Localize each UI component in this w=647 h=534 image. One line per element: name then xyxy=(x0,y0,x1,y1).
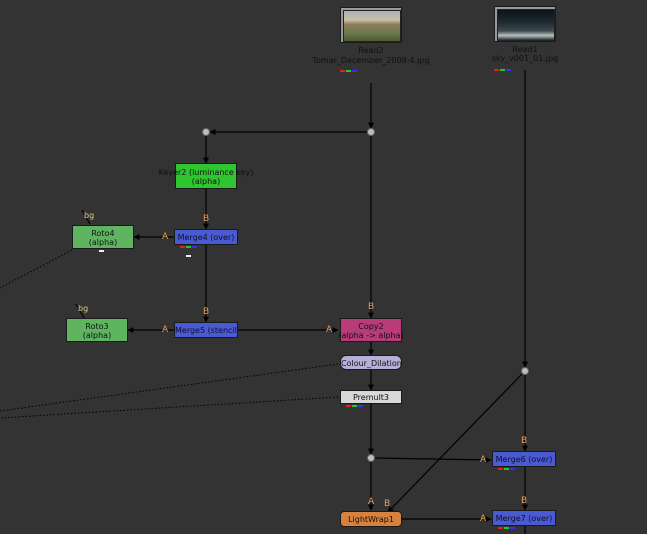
colour-dilation-node[interactable]: Colour_Dilation xyxy=(340,355,402,370)
roto4-channels xyxy=(91,245,113,252)
copy2-node[interactable]: Copy2 (alpha -> alpha) xyxy=(338,318,404,342)
read1-name: Read1 xyxy=(512,45,538,54)
wire-dot3-lightwrap xyxy=(387,373,523,513)
merge7-input-b[interactable]: B xyxy=(521,496,528,506)
read2-channels xyxy=(340,65,362,72)
link-roto4 xyxy=(0,249,73,289)
roto4-bg-input[interactable]: bg xyxy=(84,211,95,220)
merge6-channels xyxy=(496,463,518,470)
link-dilation xyxy=(0,363,339,412)
dot-node-sky[interactable] xyxy=(521,367,529,375)
dot-node-top[interactable] xyxy=(367,128,375,136)
keyer2-label: Keyer2 (luminance key) xyxy=(158,168,254,177)
lightwrap1-label: LightWrap1 xyxy=(348,515,394,524)
roto3-sub: (alpha) xyxy=(82,331,112,340)
wire-dot2-merge6 xyxy=(374,456,492,463)
merge4-channels xyxy=(178,241,200,257)
merge6-input-b[interactable]: B xyxy=(521,436,528,446)
dot-node-premult[interactable] xyxy=(367,454,375,462)
roto4-sub: (alpha) xyxy=(88,238,118,247)
lightwrap1-input-b[interactable]: B xyxy=(384,499,391,509)
premult3-channels xyxy=(344,400,366,407)
read1-channels xyxy=(494,64,516,71)
read1-thumbnail xyxy=(497,9,555,41)
merge5-label: Merge5 (stencil) xyxy=(175,326,238,335)
read2-node[interactable] xyxy=(340,7,402,43)
merge4-label: Merge4 (over) xyxy=(177,233,235,242)
roto3-node[interactable]: Roto3 (alpha) xyxy=(66,318,128,342)
read2-thumbnail xyxy=(343,10,401,42)
colour-dilation-label: Colour_Dilation xyxy=(341,359,402,368)
roto3-label: Roto3 xyxy=(85,322,109,331)
wire-roto4-bg xyxy=(81,209,91,225)
roto4-node[interactable]: Roto4 (alpha) xyxy=(72,225,134,252)
copy2-label: Copy2 xyxy=(358,322,384,331)
copy2-sub: (alpha -> alpha) xyxy=(338,331,404,340)
merge6-node[interactable]: Merge6 (over) xyxy=(492,451,556,470)
merge5-input-a[interactable]: A xyxy=(162,325,169,335)
copy2-input-a[interactable]: A xyxy=(326,325,333,335)
roto4-label: Roto4 xyxy=(91,229,115,238)
wire-roto3-bg xyxy=(75,303,85,319)
premult3-label: Premult3 xyxy=(352,393,390,402)
merge4-input-a[interactable]: A xyxy=(162,232,169,242)
read2-file: Tomar_December_2008-4.jpg xyxy=(312,56,430,65)
read2-name: Read2 xyxy=(358,46,384,55)
dot-node-left[interactable] xyxy=(202,128,210,136)
merge4-input-b[interactable]: B xyxy=(203,214,210,224)
merge7-channels xyxy=(496,522,518,529)
keyer2-node[interactable]: Keyer2 (luminance key) (alpha) xyxy=(159,163,253,189)
merge5-node[interactable]: Merge5 (stencil) xyxy=(174,322,238,338)
lightwrap1-input-a[interactable]: A xyxy=(368,497,375,507)
merge5-channels xyxy=(178,334,200,336)
keyer2-sub: (alpha) xyxy=(191,177,221,186)
lightwrap1-node[interactable]: LightWrap1 xyxy=(340,511,402,527)
copy2-input-b[interactable]: B xyxy=(368,302,375,312)
merge7-label: Merge7 (over) xyxy=(495,514,553,523)
merge4-node[interactable]: Merge4 (over) xyxy=(174,229,238,257)
merge6-input-a[interactable]: A xyxy=(480,455,487,465)
merge7-node[interactable]: Merge7 (over) xyxy=(492,510,556,529)
merge5-input-b[interactable]: B xyxy=(203,307,210,317)
merge6-label: Merge6 (over) xyxy=(495,455,553,464)
read1-file: sky_v001_01.jpg xyxy=(491,54,559,63)
roto3-bg-input[interactable]: bg xyxy=(78,304,89,313)
link-premult xyxy=(0,396,339,419)
merge7-input-a[interactable]: A xyxy=(480,514,487,524)
premult3-node[interactable]: Premult3 xyxy=(340,390,402,407)
read1-node[interactable] xyxy=(494,6,556,42)
